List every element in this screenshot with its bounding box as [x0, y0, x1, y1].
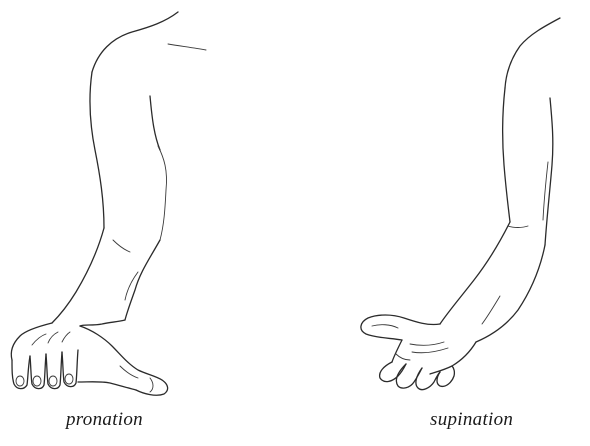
supinated-arm-drawing	[361, 18, 560, 390]
pronation-caption: pronation	[66, 409, 143, 431]
supination-caption: supination	[430, 409, 513, 431]
pronated-arm-drawing	[11, 12, 206, 395]
